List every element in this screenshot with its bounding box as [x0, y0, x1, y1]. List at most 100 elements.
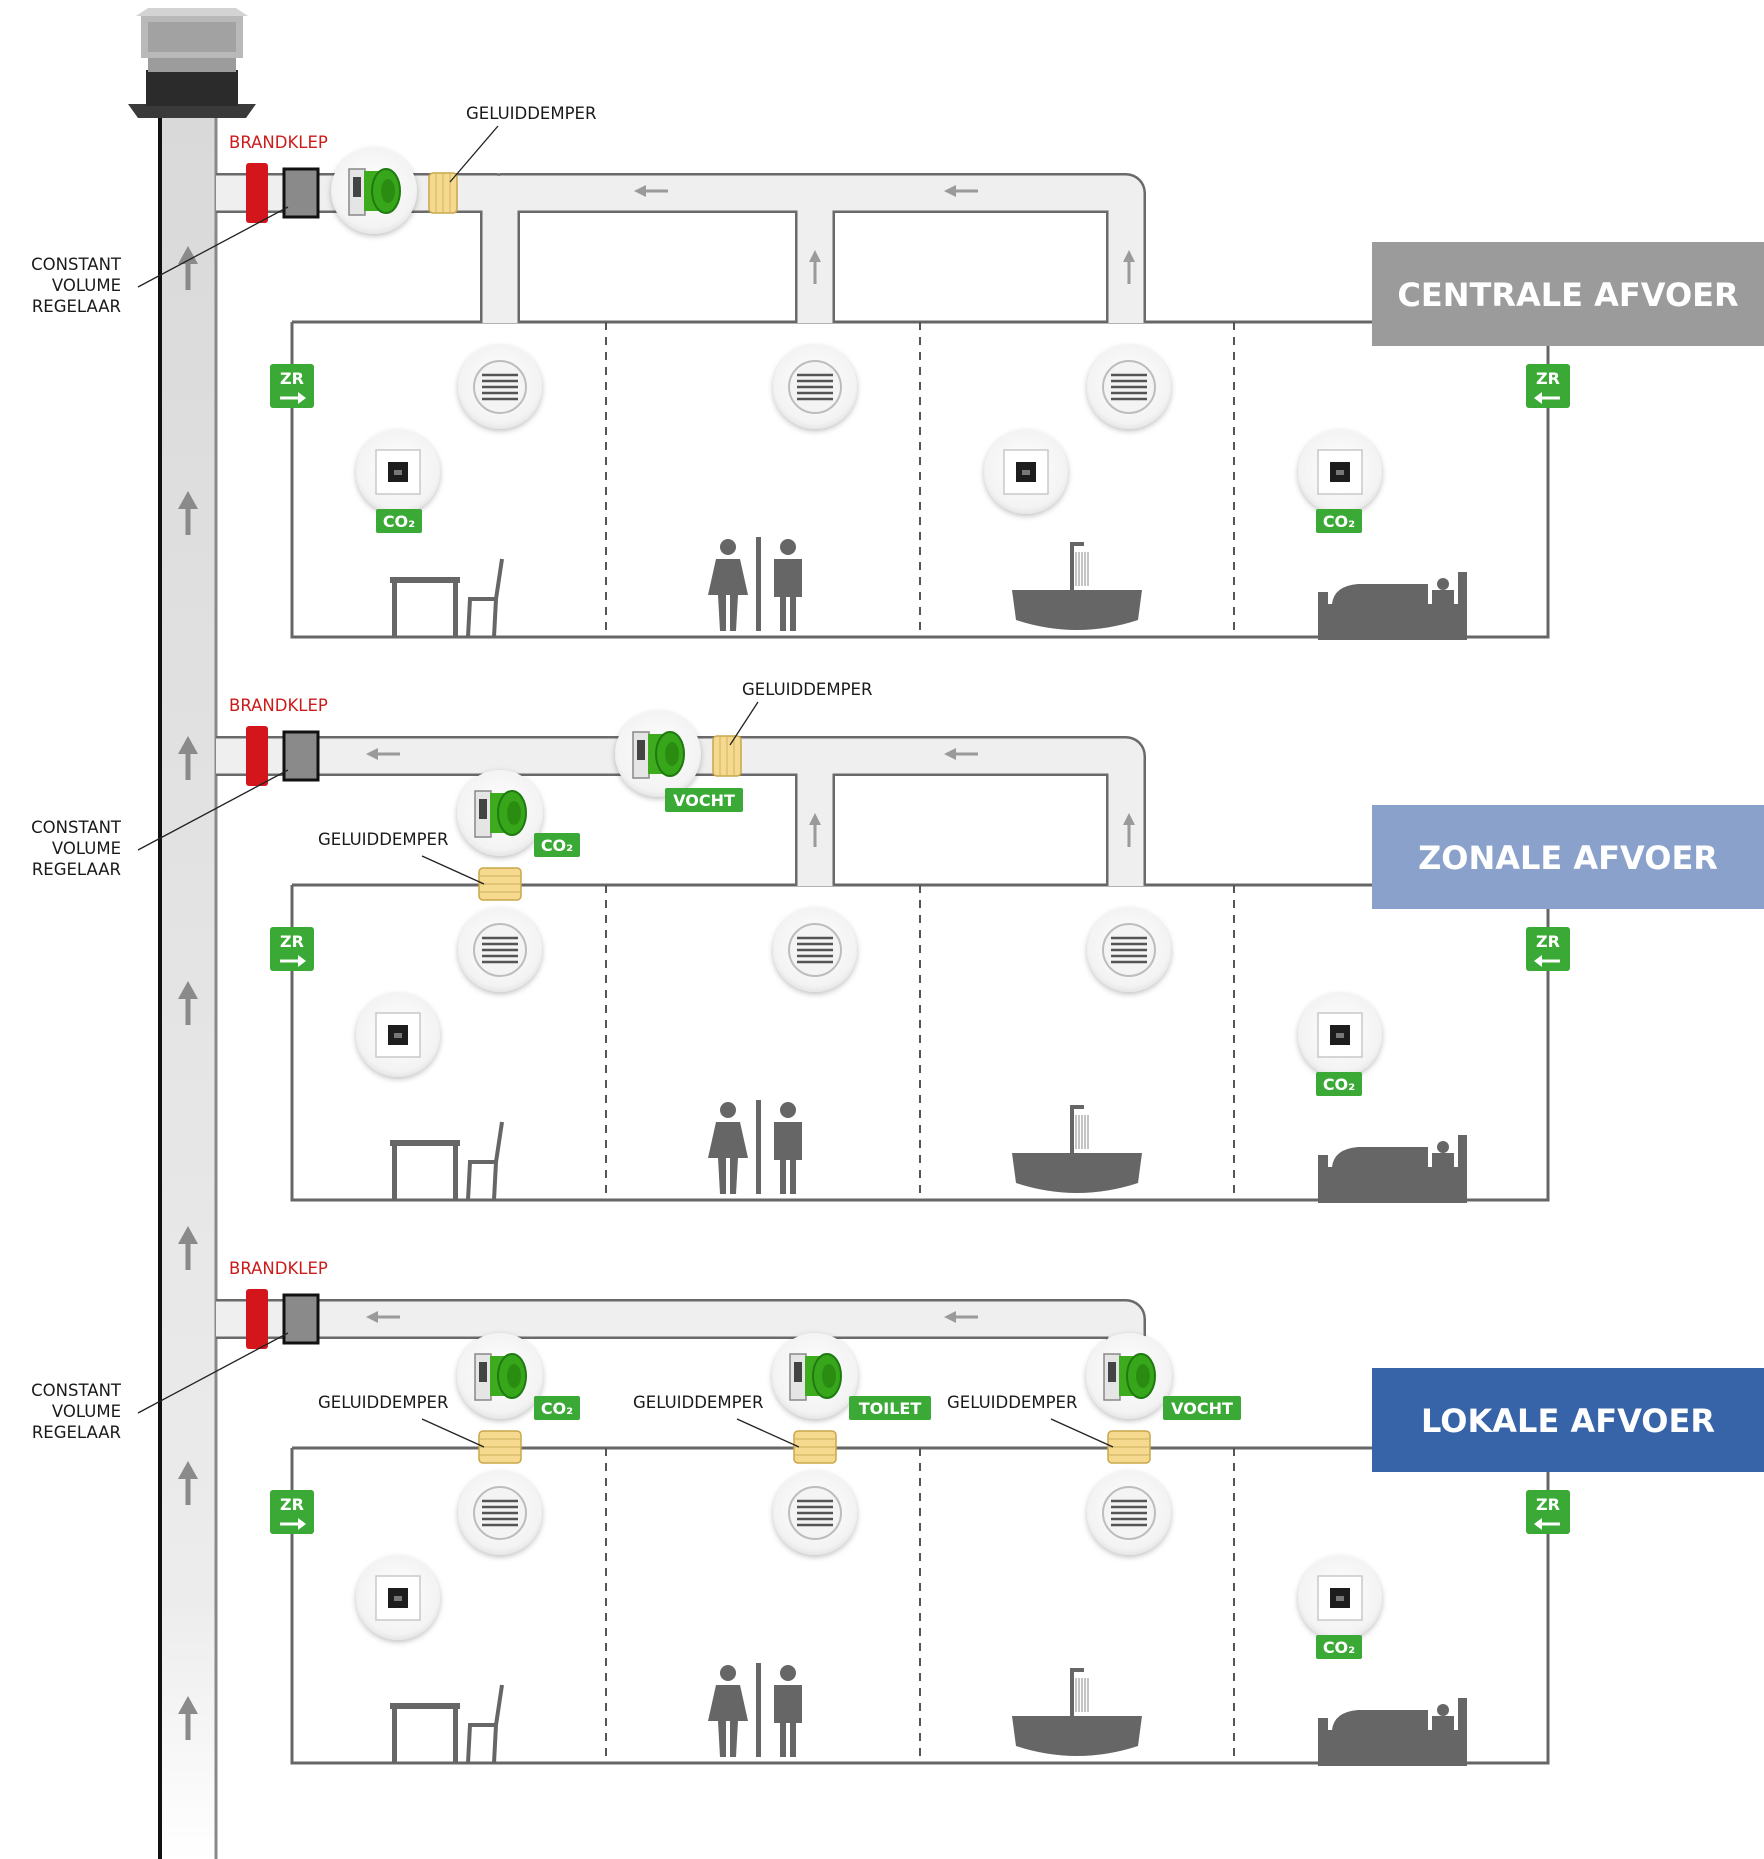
floor-outline — [290, 885, 1550, 1202]
duct — [216, 173, 1146, 323]
tag-label: VOCHT — [1171, 1399, 1233, 1418]
leader-line — [1050, 1418, 1114, 1448]
flow-arrow-icon — [1123, 250, 1135, 284]
flow-arrow-icon — [944, 748, 978, 760]
flow-arrow-icon — [809, 813, 821, 847]
tag-label: CO₂ — [541, 1399, 573, 1418]
co2-tag: CO₂ — [1316, 1072, 1362, 1096]
table-chair-icon — [390, 1121, 504, 1201]
cvr-label-line: VOLUME — [52, 1402, 121, 1421]
flow-arrow-icon — [944, 185, 978, 197]
co2-sensor-icon — [984, 430, 1068, 514]
co2-tag: CO₂ — [534, 1396, 580, 1420]
co2-tag: CO₂ — [534, 833, 580, 857]
exhaust-shaft — [158, 115, 218, 1859]
bed-icon — [1318, 1698, 1467, 1766]
up-arrow-icon — [178, 1226, 198, 1270]
up-arrow-icon — [178, 1461, 198, 1505]
cvr-label-line: REGELAAR — [32, 860, 121, 879]
geluiddemper-label: GELUIDDEMPER — [318, 1393, 448, 1412]
cvr-label-line: REGELAAR — [32, 1423, 121, 1442]
floor-outline — [290, 1448, 1550, 1765]
brandklep-label: BRANDKLEP — [229, 696, 328, 715]
tag-label: CO₂ — [383, 512, 415, 531]
toilet-people-icon — [708, 1663, 802, 1757]
toilet-people-icon — [708, 1100, 802, 1194]
floor-2: ZONALE AFVOER BRANDKLEP CONSTANTVOLUMEREGE… — [31, 680, 1764, 1203]
tag-label: TOILET — [859, 1399, 922, 1418]
up-arrow-icon — [178, 491, 198, 535]
co2-sensor-icon — [356, 1556, 440, 1640]
tag-label: CO₂ — [1323, 1638, 1355, 1657]
system-title-badge: ZONALE AFVOER — [1372, 805, 1764, 909]
bathtub-icon — [1012, 1105, 1142, 1193]
fan-unit-icon — [457, 770, 543, 856]
fire-damper — [246, 726, 268, 786]
tag-label: CO₂ — [1323, 512, 1355, 531]
fan-unit-icon — [615, 711, 701, 797]
co2-sensor-icon — [356, 993, 440, 1077]
bathtub-icon — [1012, 1668, 1142, 1756]
zr-label: ZR — [1536, 369, 1560, 388]
co2-sensor-icon — [1298, 1556, 1382, 1640]
ceiling-vent-icon — [1087, 908, 1171, 992]
leader-line — [421, 1418, 485, 1448]
constant-volume-regulator — [282, 1293, 320, 1345]
zr-label: ZR — [280, 369, 304, 388]
up-arrow-icon — [178, 246, 198, 290]
brandklep-label: BRANDKLEP — [229, 1259, 328, 1278]
system-title: ZONALE AFVOER — [1418, 839, 1718, 877]
ceiling-vent-icon — [1087, 345, 1171, 429]
co2-tag: CO₂ — [1316, 1635, 1362, 1659]
geluiddemper-label: GELUIDDEMPER — [947, 1393, 1077, 1412]
cvr-label-line: REGELAAR — [32, 297, 121, 316]
system-title: LOKALE AFVOER — [1421, 1402, 1715, 1440]
silencer — [478, 867, 522, 901]
zr-label: ZR — [1536, 1495, 1560, 1514]
system-title-badge: LOKALE AFVOER — [1372, 1368, 1764, 1472]
floor-outline — [290, 322, 1550, 639]
silencer — [478, 1430, 522, 1464]
system-title-badge: CENTRALE AFVOER — [1372, 242, 1764, 346]
cvr-label-line: VOLUME — [52, 276, 121, 295]
zr-grille-sign: ZR — [1526, 364, 1570, 408]
fan-unit-icon — [1086, 1333, 1172, 1419]
flow-arrow-icon — [944, 1311, 978, 1323]
bed-icon — [1318, 1135, 1467, 1203]
geluiddemper-label: GELUIDDEMPER — [742, 680, 872, 699]
duct — [216, 1299, 1146, 1354]
system-title: CENTRALE AFVOER — [1397, 276, 1738, 314]
co2-sensor-icon — [1298, 430, 1382, 514]
fan-unit-icon — [772, 1333, 858, 1419]
fire-damper — [246, 1289, 268, 1349]
vocht-tag: VOCHT — [665, 788, 743, 812]
leader-line — [736, 1418, 800, 1448]
fan-unit-icon — [331, 148, 417, 234]
cvr-label-line: CONSTANT — [31, 818, 122, 837]
toilet-tag: TOILET — [849, 1396, 931, 1420]
vocht-tag: VOCHT — [1163, 1396, 1241, 1420]
flow-arrow-icon — [809, 250, 821, 284]
floor-1: CENTRALE AFVOERBRANDKLEPCONSTANTVOLUMERE… — [31, 104, 1764, 640]
flow-arrow-icon — [634, 185, 668, 197]
fire-damper-group — [246, 726, 320, 786]
geluiddemper-label: GELUIDDEMPER — [633, 1393, 763, 1412]
ceiling-vent-icon — [1087, 1471, 1171, 1555]
fire-damper-group — [246, 163, 320, 223]
co2-tag: CO₂ — [376, 509, 422, 533]
tag-label: CO₂ — [541, 836, 573, 855]
up-arrow-icon — [178, 981, 198, 1025]
leader-line — [729, 701, 759, 746]
zr-label: ZR — [280, 932, 304, 951]
tag-label: VOCHT — [673, 791, 735, 810]
ceiling-vent-icon — [458, 345, 542, 429]
co2-sensor-icon — [1298, 993, 1382, 1077]
constant-volume-regulator — [282, 730, 320, 782]
cvr-label-line: CONSTANT — [31, 255, 122, 274]
shaft-arrows — [178, 246, 198, 1740]
ceiling-vent-icon — [773, 345, 857, 429]
zr-grille-sign: ZR — [270, 927, 314, 971]
cvr-label-line: CONSTANT — [31, 1381, 122, 1400]
